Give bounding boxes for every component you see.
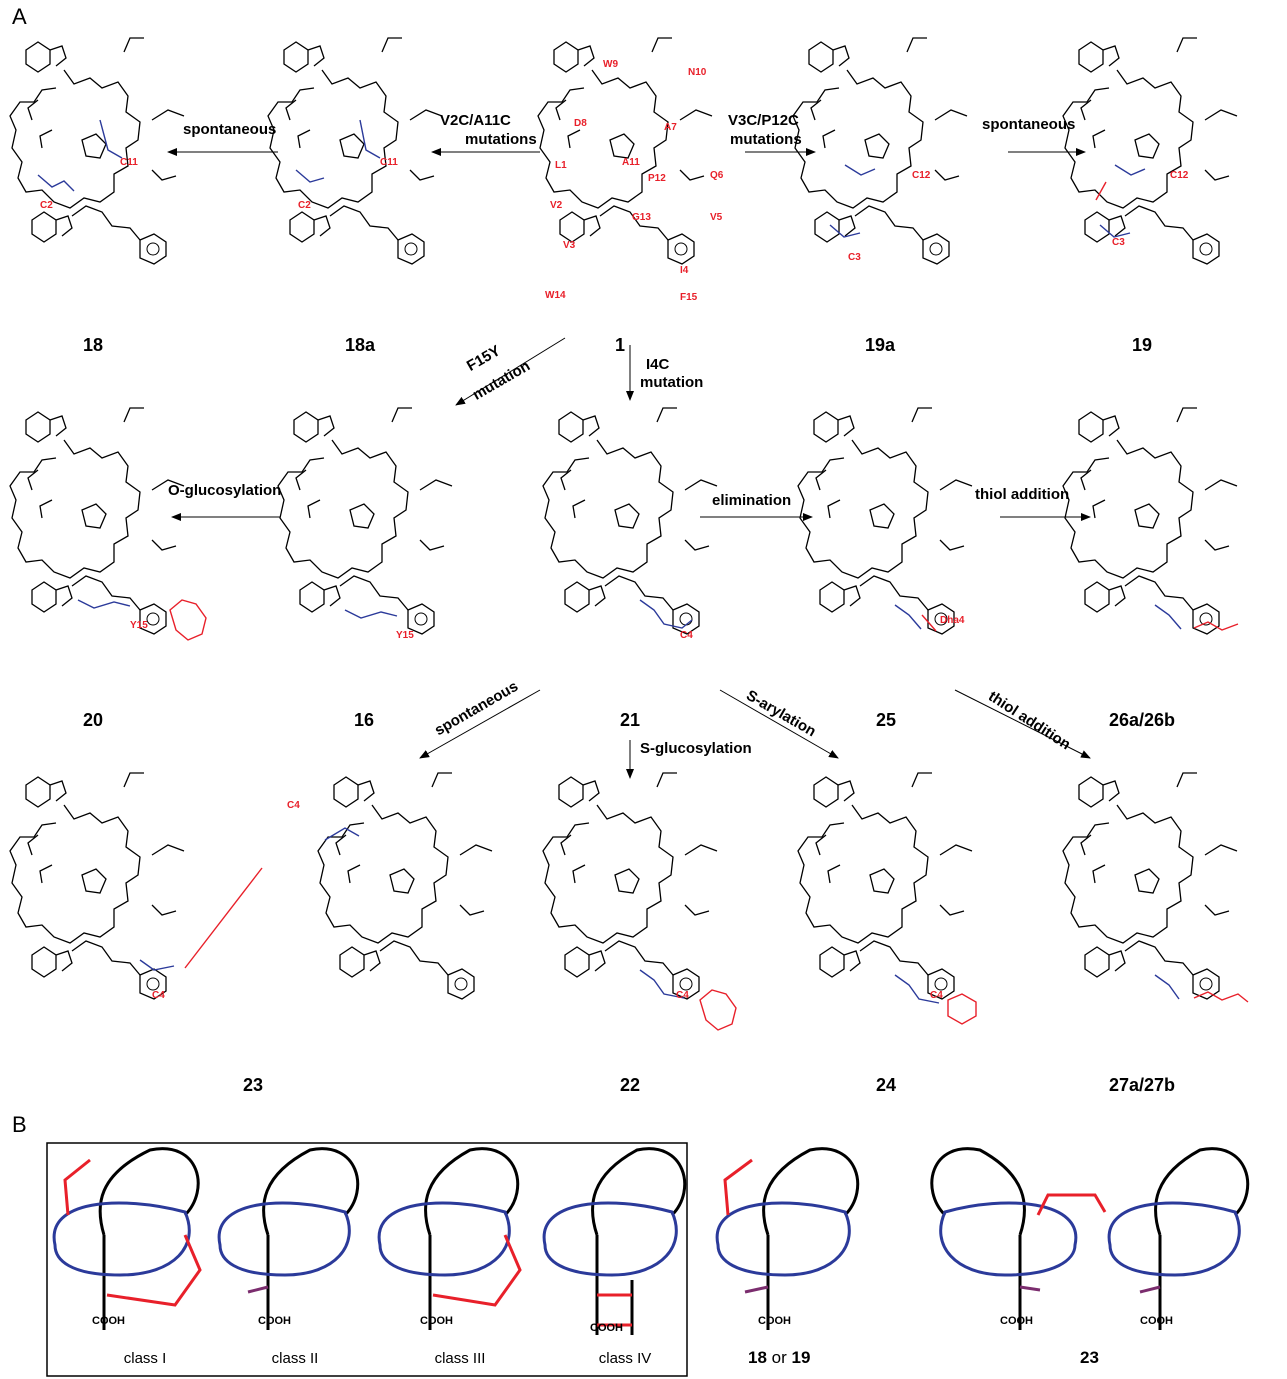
compound-18: 18 (82, 335, 104, 355)
cooh-23a: COOH (1000, 1315, 1033, 1327)
res-i4: I4 (680, 265, 689, 276)
res-q6: Q6 (710, 170, 724, 181)
structure-18a (267, 37, 443, 265)
compound-19: 19 (1131, 335, 1153, 355)
cooh-class3: COOH (420, 1315, 453, 1327)
cooh-class2: COOH (258, 1315, 291, 1327)
structure-27 (1062, 772, 1238, 1000)
cooh-class4: COOH (590, 1322, 623, 1334)
label-elimination: elimination (712, 492, 792, 509)
label-19: 19 (791, 1348, 811, 1367)
class-3-label: class III (434, 1350, 486, 1367)
structure-24 (797, 772, 973, 1000)
structure-21 (542, 407, 718, 635)
res-p12: P12 (648, 173, 666, 184)
label-i4c-mutation: mutation (640, 374, 704, 391)
mod-c4-22: C4 (676, 990, 689, 1001)
cooh-23b: COOH (1140, 1315, 1173, 1327)
red-modifications (169, 181, 1249, 1031)
label-v2c-a11c: V2C/A11C (440, 112, 511, 129)
structure-19a (792, 37, 968, 265)
compound-26: 26a/26b (1108, 710, 1176, 730)
mod-c3-19a: C3 (848, 252, 861, 263)
reaction-arrows (167, 148, 1091, 779)
structure-1 (537, 37, 713, 265)
label-18-or-19: 18 or 19 (748, 1348, 810, 1368)
compound-25: 25 (875, 710, 897, 730)
compound-1: 1 (614, 335, 625, 355)
res-d8: D8 (574, 118, 587, 129)
mod-c12-19a: C12 (912, 170, 931, 181)
mod-c4-21: C4 (680, 630, 693, 641)
compound-20: 20 (82, 710, 104, 730)
class-diagrams (52, 1147, 1250, 1335)
cooh-18or19: COOH (758, 1315, 791, 1327)
compound-23: 23 (242, 1075, 264, 1095)
mod-c11-18a: C11 (380, 157, 398, 168)
mod-c4-23b: C4 (152, 990, 165, 1001)
panel-a-label: A (12, 4, 27, 29)
compound-24: 24 (875, 1075, 897, 1095)
res-v3: V3 (563, 240, 576, 251)
label-or: or (771, 1348, 787, 1367)
structure-23-right (317, 772, 493, 1000)
compound-16: 16 (353, 710, 375, 730)
mod-c11-18: C11 (120, 157, 138, 168)
structure-20 (9, 407, 185, 635)
structure-18 (9, 37, 185, 265)
structure-22 (542, 772, 718, 1000)
mod-dha4-25: Dha4 (940, 615, 965, 626)
structure-25 (797, 407, 973, 635)
label-spontaneous-1: spontaneous (183, 121, 277, 138)
res-v5: V5 (710, 212, 723, 223)
compound-22: 22 (619, 1075, 641, 1095)
res-f15: F15 (680, 292, 698, 303)
mod-c4-23a: C4 (287, 800, 300, 811)
mod-y15-16: Y15 (396, 630, 414, 641)
mod-c3-19: C3 (1112, 237, 1125, 248)
mod-y15-20: Y15 (130, 620, 148, 631)
mod-c2-18a: C2 (298, 200, 311, 211)
res-v2: V2 (550, 200, 563, 211)
label-v2c-mutations: mutations (465, 131, 537, 148)
res-l1: L1 (555, 160, 567, 171)
cooh-class1: COOH (92, 1315, 125, 1327)
mod-c12-19: C12 (1170, 170, 1189, 181)
res-w14: W14 (545, 290, 566, 301)
class-2-label: class II (271, 1350, 319, 1367)
label-23-b: 23 (1080, 1348, 1099, 1367)
label-18: 18 (748, 1348, 767, 1367)
label-v3c-p12c: V3C/P12C (728, 112, 799, 129)
mod-c4-24: C4 (930, 990, 943, 1001)
label-thiol-addition-1: thiol addition (975, 486, 1070, 503)
panel-b-label: B (12, 1112, 27, 1137)
compound-27: 27a/27b (1108, 1075, 1176, 1095)
res-w9: W9 (603, 59, 618, 70)
label-v3c-mutations: mutations (730, 131, 802, 148)
res-n10: N10 (688, 67, 707, 78)
class-box (46, 1142, 688, 1377)
label-s-glucosylation: S-glucosylation (640, 740, 752, 757)
res-a7: A7 (664, 122, 677, 133)
class-4-label: class IV (598, 1350, 652, 1367)
blue-modifications (37, 119, 1182, 1004)
mod-c2-18: C2 (40, 200, 53, 211)
label-o-glucosylation: O-glucosylation (168, 482, 282, 499)
label-i4c: I4C (646, 356, 670, 373)
compound-19a: 19a (864, 335, 896, 355)
structure-19 (1062, 37, 1238, 265)
structure-26 (1062, 407, 1238, 635)
structure-16 (277, 407, 453, 635)
res-a11: A11 (622, 157, 640, 168)
class-1-label: class I (123, 1350, 167, 1367)
compound-21: 21 (619, 710, 641, 730)
compound-18a: 18a (344, 335, 376, 355)
res-g13: G13 (632, 212, 651, 223)
structure-23-left (9, 772, 185, 1000)
label-spontaneous-2: spontaneous (982, 116, 1076, 133)
